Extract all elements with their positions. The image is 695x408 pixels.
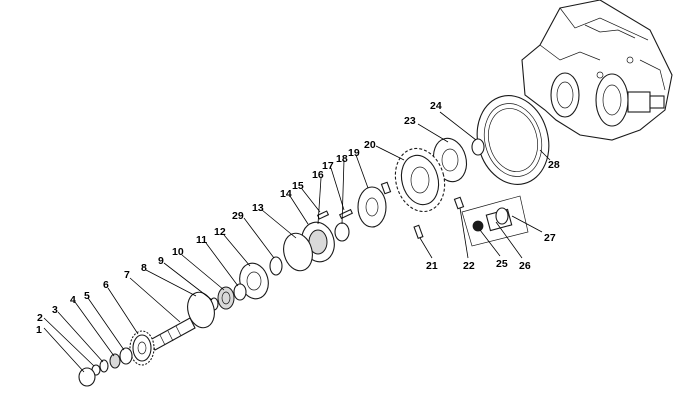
callout-labels: 1 2 3 4 5 6 7 8 9 10 11 12 13 14 15 16 1…: [36, 100, 560, 336]
callout-29: 29: [232, 210, 244, 222]
ring-11: [233, 283, 247, 301]
callout-13: 13: [252, 202, 264, 214]
callout-17: 17: [322, 160, 334, 172]
pin-22: [453, 196, 465, 210]
callout-10: 10: [172, 246, 184, 258]
callout-5: 5: [84, 290, 90, 302]
callout-1: 1: [36, 324, 42, 336]
callout-2: 2: [37, 312, 43, 324]
callout-27: 27: [544, 232, 556, 244]
callout-16: 16: [312, 169, 324, 181]
ring-5: [119, 347, 133, 365]
callout-23: 23: [404, 115, 416, 127]
leader-lines: [43, 111, 551, 373]
shaft-7: [149, 317, 196, 351]
callout-21: 21: [426, 260, 438, 272]
bolt-17: [338, 208, 354, 220]
callout-4: 4: [70, 294, 76, 306]
callout-3: 3: [52, 304, 58, 316]
callout-26: 26: [519, 260, 531, 272]
bearing-10: [217, 286, 235, 310]
hub-19: [357, 186, 387, 228]
washer-24: [471, 138, 485, 156]
bracket-assembly: [461, 195, 529, 247]
callout-11: 11: [196, 234, 207, 246]
gearbox-housing: [521, 0, 673, 141]
bolt-15: [316, 210, 330, 220]
gear-6: [129, 330, 155, 366]
callout-9: 9: [158, 255, 164, 267]
bearing-4: [109, 353, 121, 369]
cover-flange-8: [187, 291, 215, 329]
callout-20: 20: [364, 139, 376, 151]
callout-22: 22: [463, 260, 475, 272]
callout-7: 7: [124, 269, 130, 281]
ring-gear-20: [394, 147, 446, 213]
ring-29: [269, 256, 283, 276]
bolt-21: [413, 224, 424, 240]
plate-13: [283, 232, 313, 272]
callout-24: 24: [430, 100, 442, 112]
callout-28: 28: [548, 159, 560, 171]
pin-upper: [380, 181, 392, 195]
seal-flange-ring: [476, 95, 550, 185]
callout-19: 19: [348, 147, 360, 159]
callout-25: 25: [496, 258, 508, 270]
snap-ring-1: [78, 367, 96, 387]
callout-18: 18: [336, 153, 348, 165]
callout-12: 12: [214, 226, 226, 238]
ring-18: [334, 222, 350, 242]
callout-6: 6: [103, 279, 109, 291]
callout-15: 15: [292, 180, 304, 192]
callout-14: 14: [280, 188, 292, 200]
ring-3: [99, 359, 109, 373]
callout-8: 8: [141, 262, 147, 274]
